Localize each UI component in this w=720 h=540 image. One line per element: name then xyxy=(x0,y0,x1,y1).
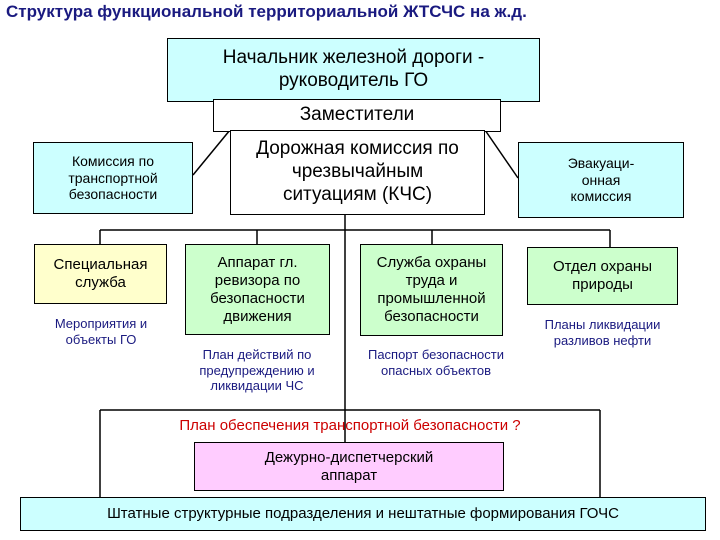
labor-safety-box: Служба охраны труда и промышленной безоп… xyxy=(360,244,503,336)
nature-protection-label: Отдел охраны природы xyxy=(553,258,652,293)
safety-passport-note: Паспорт безопасности опасных объектов xyxy=(367,347,505,378)
page-title: Структура функциональной территориальной… xyxy=(6,2,527,21)
line-kchs-right xyxy=(484,129,519,179)
kchs-box: Дорожная комиссия по чрезвычайным ситуац… xyxy=(230,130,485,215)
evacuation-commission-box: Эвакуаци-онная комиссия xyxy=(518,142,684,218)
line-kchs-left xyxy=(192,129,231,176)
auditor-label: Аппарат гл. ревизора по безопасности дви… xyxy=(210,253,305,325)
nature-protection-box: Отдел охраны природы xyxy=(527,247,678,305)
go-measures-note: Мероприятия и объекты ГО xyxy=(54,316,148,347)
transport-commission-label: Комиссия по транспортной безопасности xyxy=(68,152,158,203)
head-box: Начальник железной дороги - руководитель… xyxy=(167,38,540,102)
kchs-label: Дорожная комиссия по чрезвычайным ситуац… xyxy=(256,138,459,205)
deputies-label: Заместители xyxy=(299,104,415,126)
deputies-box: Заместители xyxy=(213,99,501,132)
labor-safety-label: Служба охраны труда и промышленной безоп… xyxy=(376,254,487,325)
auditor-box: Аппарат гл. ревизора по безопасности дви… xyxy=(185,244,330,335)
staff-units-label: Штатные структурные подразделения и нешт… xyxy=(107,505,619,522)
evacuation-commission-label: Эвакуаци-онная комиссия xyxy=(567,154,635,205)
transport-commission-box: Комиссия по транспортной безопасности xyxy=(33,142,193,214)
oil-spill-plans-note: Планы ликвидации разливов нефти xyxy=(544,317,661,348)
action-plan-note: План действий по предупреждению и ликвид… xyxy=(199,347,315,394)
dispatch-label: Дежурно-диспетчерский аппарат xyxy=(264,448,434,484)
dispatch-box: Дежурно-диспетчерский аппарат xyxy=(194,442,504,491)
special-service-box: Специальная служба xyxy=(34,244,167,304)
special-service-label: Специальная служба xyxy=(53,256,148,291)
transport-plan-note: План обеспечения транспортной безопаснос… xyxy=(179,417,521,434)
staff-units-box: Штатные структурные подразделения и нешт… xyxy=(20,497,706,531)
head-label: Начальник железной дороги - руководитель… xyxy=(222,47,485,91)
